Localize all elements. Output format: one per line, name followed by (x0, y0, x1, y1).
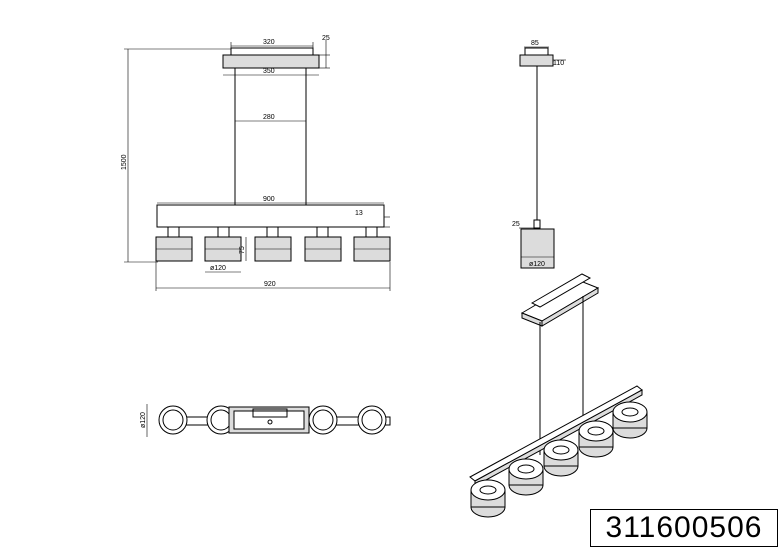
shades-front (155, 226, 391, 262)
dim-side-canopy-height: 110 (553, 60, 564, 67)
dim-side-stem-height: 25 (512, 221, 520, 228)
dim-total-height: 1500 (121, 154, 128, 170)
dim-side-shade-diameter: ø120 (529, 261, 545, 268)
product-code-box: 311600506 (590, 509, 778, 547)
side-shade (520, 228, 555, 269)
product-code: 311600506 (605, 511, 763, 544)
side-canopy (519, 54, 554, 67)
dim-bar-length: 900 (263, 196, 275, 203)
top-shades (158, 405, 387, 435)
dim-side-canopy-width: 85 (531, 40, 539, 47)
side-view: 85 110 25 ø120 (512, 40, 566, 269)
light-bar (156, 204, 385, 228)
perspective-view (469, 273, 648, 518)
dim-top-shade-diameter: ø120 (140, 412, 147, 428)
perspective-canopy (530, 273, 592, 308)
dim-cable-spacing: 280 (263, 114, 275, 121)
dim-bar-height: 13 (355, 210, 363, 217)
dim-canopy-width: 350 (263, 68, 275, 75)
front-view: 320 25 350 280 1500 900 13 (121, 35, 391, 291)
dim-canopy-height: 25 (322, 35, 330, 42)
canopy (222, 54, 320, 69)
dim-canopy-width-top: 320 (263, 39, 275, 46)
canopy-bracket (230, 47, 314, 56)
top-view: ø120 (140, 404, 391, 437)
dim-shade-diameter: ø120 (210, 265, 226, 272)
dim-shade-height: 75 (239, 246, 246, 254)
dim-total-length: 920 (264, 281, 276, 288)
perspective-shades (470, 401, 648, 518)
